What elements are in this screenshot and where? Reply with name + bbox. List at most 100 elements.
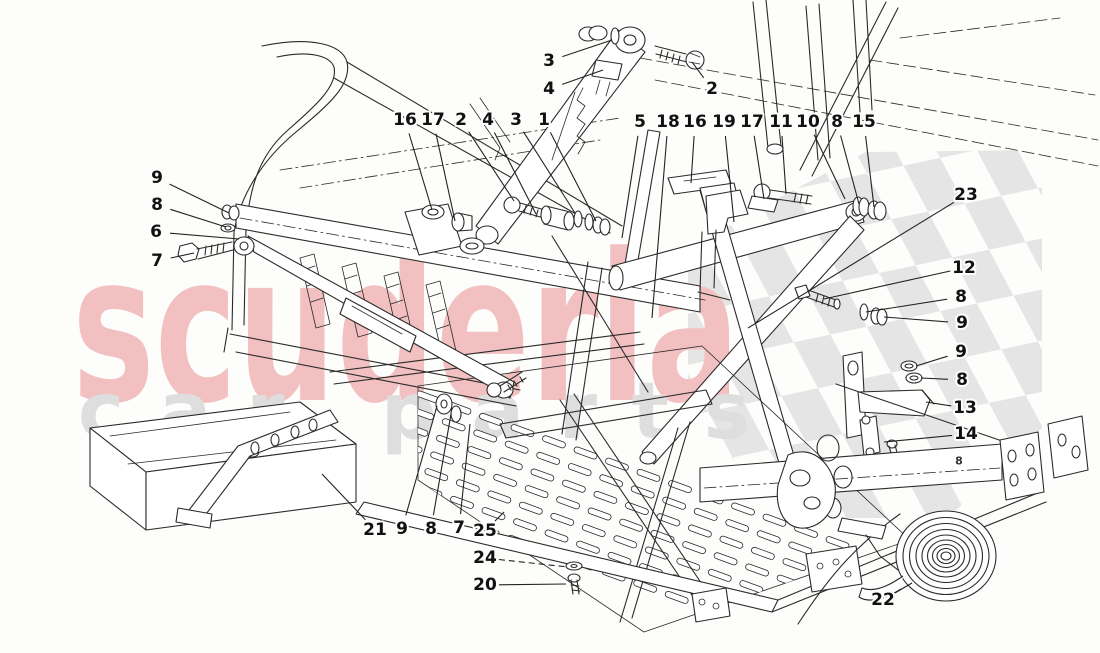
- grate-slot: [650, 529, 675, 543]
- callout-label-11: 11: [769, 112, 793, 132]
- callout-label-4: 4: [543, 79, 555, 99]
- body-reference-lines: [639, 17, 1099, 167]
- diagonal-braces: [551, 129, 867, 471]
- grate-slot: [418, 484, 443, 498]
- leader-line: [408, 133, 433, 211]
- grate-slot: [467, 446, 492, 460]
- leader-line: [562, 69, 604, 85]
- leader-line: [435, 133, 456, 222]
- leader-line: [920, 377, 949, 380]
- grate-slot: [619, 518, 643, 532]
- grate-slot: [731, 502, 755, 516]
- floor-screw: [565, 561, 583, 595]
- grate-slot: [788, 541, 813, 555]
- callout-label-24: 24: [473, 548, 497, 568]
- rear-arch: [231, 41, 623, 331]
- grate-slot: [682, 541, 706, 555]
- grate-slot: [530, 468, 555, 482]
- callout-label-8: 8: [151, 195, 163, 215]
- callout-label-7: 7: [453, 518, 465, 538]
- leader-line: [925, 401, 952, 407]
- grate-slot: [430, 451, 454, 465]
- grate-slot: [790, 635, 815, 649]
- leader-line: [651, 135, 668, 319]
- callout-label-23: 23: [954, 185, 978, 205]
- callout-label-2: 2: [455, 110, 467, 130]
- grate-slot: [544, 529, 569, 543]
- leader-line: [549, 132, 597, 222]
- grate-slot: [550, 512, 575, 526]
- leader-line: [562, 39, 613, 58]
- leader-line: [840, 135, 860, 205]
- leader-line: [498, 583, 567, 586]
- callout-label-25: 25: [473, 521, 497, 541]
- callout-label-12: 12: [952, 258, 976, 278]
- callout-label-5: 5: [634, 112, 646, 132]
- callout-label-6: 6: [150, 222, 162, 242]
- leader-line: [468, 131, 515, 202]
- grate-slot: [418, 440, 423, 454]
- grate-slot: [713, 552, 738, 566]
- callout-label-8: 8: [955, 287, 967, 307]
- upper-posts: [752, 0, 899, 177]
- grate-slot: [493, 473, 517, 487]
- callout-label-17: 17: [740, 112, 764, 132]
- leader-line: [865, 135, 875, 208]
- callout-label-1: 1: [538, 110, 550, 130]
- upper-right-brackets: [667, 169, 887, 301]
- leader-line: [170, 208, 227, 228]
- frame-drawing: [89, 0, 1099, 649]
- grate-slot: [461, 462, 486, 476]
- callout-label-17: 17: [421, 110, 445, 130]
- grate-slot: [387, 473, 412, 487]
- grate-slot: [593, 490, 618, 504]
- coiled-strip: [858, 510, 997, 602]
- grate-slot: [567, 463, 592, 477]
- grate-slot: [668, 480, 692, 494]
- leader-line: [321, 473, 366, 521]
- callout-label-9: 9: [955, 342, 967, 362]
- grate-slot: [513, 518, 537, 532]
- grate-slot: [664, 590, 689, 604]
- callout-label-18: 18: [656, 112, 680, 132]
- leader-line: [494, 511, 505, 522]
- leader-line: [690, 135, 695, 184]
- leader-line: [724, 135, 735, 223]
- leader-line: [405, 405, 438, 516]
- grate-slot: [499, 457, 523, 471]
- callout-label-3: 3: [510, 110, 522, 130]
- floor-cross-member: [499, 389, 715, 623]
- leader-line: [432, 413, 452, 516]
- grate-slot: [573, 446, 598, 460]
- callout-label-10: 10: [796, 112, 820, 132]
- leader-line: [813, 134, 846, 200]
- callout-label-7: 7: [151, 251, 163, 271]
- leader-line: [169, 232, 240, 240]
- leader-line: [915, 355, 948, 367]
- leader-line: [781, 135, 787, 195]
- grate-slot: [510, 424, 535, 438]
- leader-line: [823, 270, 951, 300]
- grate-slot: [424, 468, 449, 482]
- grate-slot: [759, 624, 784, 632]
- grate-slot: [762, 513, 787, 527]
- callout-label-22: 22: [871, 590, 895, 610]
- callout-label-8: 8: [425, 519, 437, 539]
- grate-slot: [581, 524, 606, 538]
- leader-line: [894, 582, 913, 594]
- callout-label-2: 2: [706, 79, 718, 99]
- grate-slot: [633, 579, 658, 593]
- grate-slot: [802, 602, 827, 616]
- callout-label-19: 19: [712, 112, 736, 132]
- callout-label-16: 16: [393, 110, 417, 130]
- grate-slot: [455, 479, 480, 493]
- grate-slot: [418, 423, 429, 437]
- grate-slot: [782, 558, 807, 572]
- grate-slot: [504, 440, 529, 454]
- top-link-assembly: [475, 25, 705, 245]
- leader-line: [747, 201, 955, 329]
- grate-slot: [693, 507, 718, 521]
- callout-label-14: 14: [954, 424, 978, 444]
